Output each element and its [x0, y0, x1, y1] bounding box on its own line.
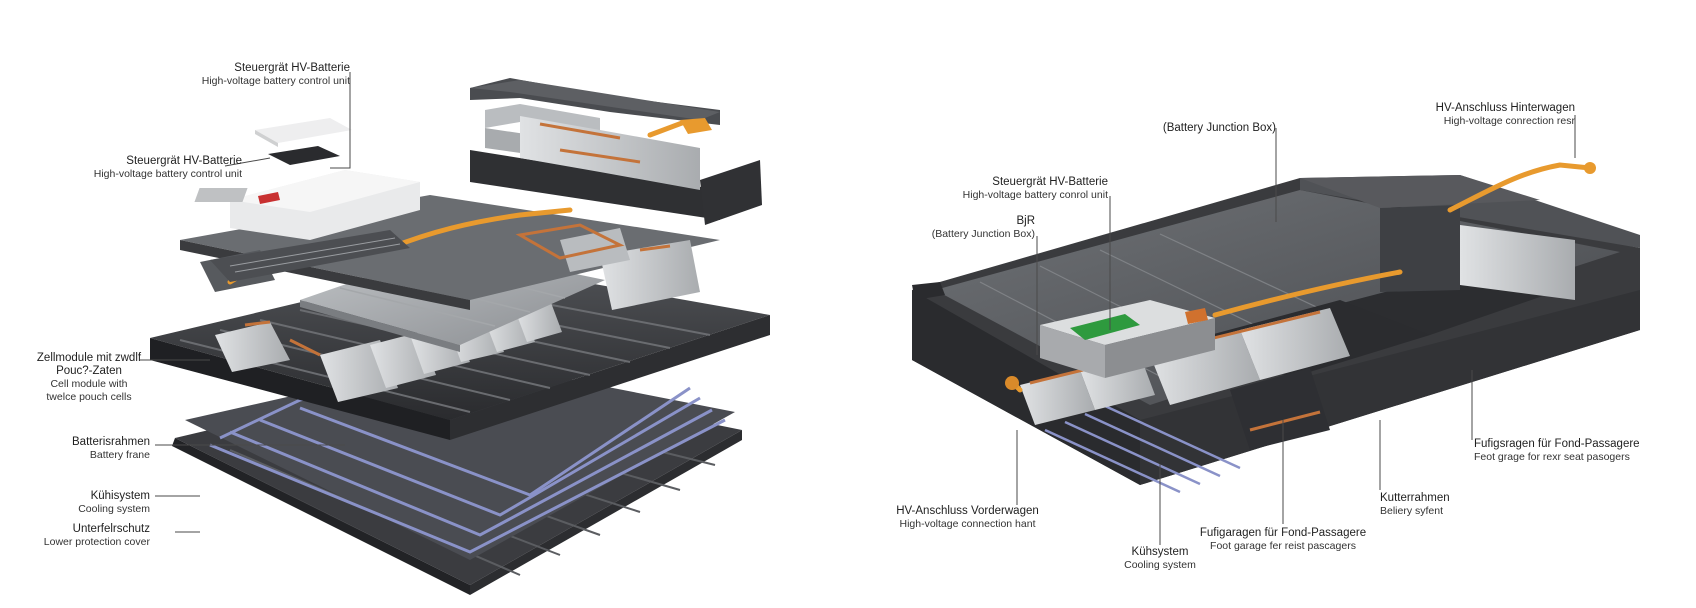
label-de: Kühsystem: [1131, 546, 1189, 558]
floating-control-units: [255, 118, 352, 165]
label-cooling-system-right: Kühsystem Cooling system: [1080, 546, 1240, 572]
label-en: Cooling system: [78, 503, 150, 515]
label-hv-connection-rear: HV-Anschluss Hinterwagen High-voltage co…: [1400, 102, 1575, 128]
label-en: High-voltage connection hant: [899, 518, 1036, 530]
copper-busbars-left: [515, 223, 671, 260]
label-cooling-system-left: Kühisystem Cooling system: [20, 490, 150, 516]
label-de: HV-Anschluss Hinterwagen: [1435, 102, 1575, 114]
label-en: High-voltage battery control unit: [93, 168, 242, 180]
control-unit-housing: [194, 170, 420, 240]
label-en: Cell module with: [50, 378, 128, 390]
leader-lines: [140, 72, 1576, 545]
label-en: Battery frane: [89, 449, 150, 461]
label-en: High-voltage battery control unit: [201, 75, 350, 87]
label-en: Foot garage fer reist pascagers: [1210, 540, 1356, 552]
label-de: Unterfelrschutz: [72, 523, 150, 535]
label-en: High-voltage battery conrol unit: [962, 189, 1108, 201]
label-en: Feot grage for rexr seat pasogers: [1474, 451, 1630, 463]
label-bjr: BjR (Battery Junction Box): [880, 215, 1035, 241]
label-hv-connection-front: HV-Anschluss Vorderwagen High-voltage co…: [870, 505, 1065, 531]
top-module-stack: [470, 78, 762, 225]
left-exploded-battery: [150, 78, 770, 595]
right-assembled-battery: [912, 162, 1640, 494]
label-footwell-garage-right: Fufigsragen für Fond-Passagere Feot grag…: [1474, 438, 1640, 464]
label-cell-modules-left: Zellmodule mit zwdlf Pouc?-Zaten Cell mo…: [24, 352, 154, 404]
label-control-unit-right: Steuergrät HV-Batterie High-voltage batt…: [920, 176, 1108, 202]
label-de: Steuergrät HV-Batterie: [126, 155, 242, 167]
label-en: (Battery Junction Box): [931, 228, 1035, 240]
label-battery-junction-box-top: (Battery Junction Box): [1100, 122, 1276, 135]
rear-module-stack: [1300, 175, 1575, 300]
label-de: Steuergrät HV-Batterie: [234, 62, 350, 74]
label-en: Beliery syfent: [1380, 505, 1444, 517]
label-de: BjR: [1016, 215, 1035, 227]
label-de: Zellmodule mit zwdlf: [36, 352, 142, 364]
label-de: HV-Anschluss Vorderwagen: [896, 505, 1039, 517]
label-en: High-voltage conrection resr: [1443, 115, 1575, 127]
label-en: twelce pouch cells: [46, 391, 132, 403]
label-battery-frame-right: Kutterrahmen Beliery syfent: [1380, 492, 1450, 518]
label-de: Kühisystem: [90, 490, 150, 502]
label-de: Steuergrät HV-Batterie: [992, 176, 1108, 188]
label-footwell-garage-bottom: Fufigaragen für Fond-Passagere Foot gara…: [1183, 527, 1383, 553]
label-de: Kutterrahmen: [1380, 492, 1450, 504]
label-en: Lower protection cover: [43, 536, 150, 548]
label-en: Cooling system: [1124, 559, 1196, 571]
label-text: (Battery Junction Box): [1162, 122, 1276, 134]
cooling-system: [185, 358, 735, 560]
label-control-unit-mid: Steuergrät HV-Batterie High-voltage batt…: [20, 155, 242, 181]
label-de: Batterisrahmen: [72, 436, 150, 448]
label-lower-protection-cover: Unterfelrschutz Lower protection cover: [20, 523, 150, 549]
cooling-channels-right: [1044, 404, 1241, 494]
label-control-unit-top: Steuergrät HV-Batterie High-voltage batt…: [150, 62, 350, 88]
label-de: Fufigsragen für Fond-Passagere: [1474, 438, 1640, 450]
label-de: Fufigaragen für Fond-Passagere: [1199, 527, 1367, 539]
control-unit-right: [1040, 300, 1215, 378]
label-de: Pouc?-Zaten: [56, 365, 122, 377]
electronics-board-left: [210, 230, 410, 282]
label-battery-frame-left: Batterisrahmen Battery frane: [20, 436, 150, 462]
